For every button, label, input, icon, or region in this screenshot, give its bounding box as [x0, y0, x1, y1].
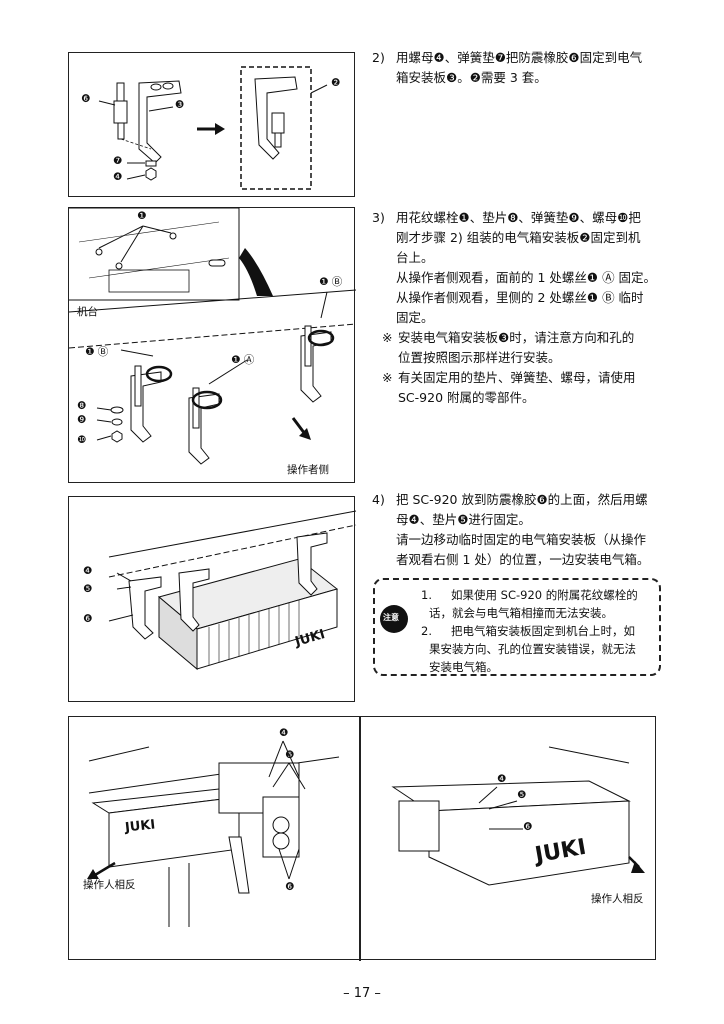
figure-2-drawing [68, 207, 357, 465]
caution-2-line-3: 安装电气箱。 [429, 660, 498, 674]
figure-4-frame: JUKI JUKI 操作人相反 操作人相反 ❹ ❺ ❻ ❹ ❺ ❻ [68, 716, 656, 961]
step-3-line-2: 刚才步骤 2) 组装的电气箱安装板❷固定到机 [396, 230, 641, 245]
caution-box: 注意 1. 如果使用 SC-920 的附属花纹螺栓的 话，就会与电气箱相撞而无法… [373, 578, 661, 676]
caution-2-number: 2. [421, 624, 432, 638]
operator-side-label: 操作者侧 [287, 464, 329, 476]
caution-icon [380, 605, 408, 633]
step-3-line-6: 固定。 [396, 310, 434, 325]
figure-3-drawing [108, 510, 357, 671]
bracket-left [130, 365, 173, 443]
note-1-line-2: 位置按照图示那样进行安装。 [398, 350, 561, 365]
juki-logo-left: JUKI [124, 817, 157, 836]
callout-6: ❻ [81, 93, 91, 105]
step-3-line-5: 从操作者侧观看，里侧的 2 处螺丝❶ Ⓑ 临时 [396, 290, 644, 305]
note-2-mark: ※ [382, 370, 393, 385]
callout-1b-left: ❶ Ⓑ [85, 346, 109, 358]
callout-7: ❼ [113, 155, 123, 167]
caution-1-line-1: 如果使用 SC-920 的附属花纹螺栓的 [451, 588, 638, 602]
figure-2-frame: 机台 操作者侧 ❶ ❶ Ⓑ ❶ Ⓑ ❶ Ⓐ ❽ ❾ ❿ [68, 207, 357, 483]
callout-4-fig3: ❹ [83, 565, 93, 577]
arrow-down-right-icon [299, 428, 311, 440]
step-2-number: 2) [372, 50, 385, 65]
arrow-right-down-icon [631, 861, 645, 873]
step-3-number: 3) [372, 210, 385, 225]
callout-1b-rear: ❶ Ⓑ [319, 276, 343, 288]
figure-4-drawing [87, 740, 645, 927]
caution-1: 如果使用 SC-920 的附属花纹螺栓的 话，就会与电气箱相撞而无法安装。 [429, 586, 659, 622]
page-number: – 17 – [343, 986, 381, 1001]
callout-4-fig4a: ❹ [279, 727, 289, 739]
arrow-left-icon [87, 869, 99, 879]
box-right [428, 800, 630, 886]
callout-4-fig4b: ❹ [497, 773, 507, 785]
table-label: 机台 [77, 306, 98, 318]
callout-8: ❽ [77, 400, 87, 412]
step-4-line-3: 请一边移动临时固定的电气箱安装板（从操作 [396, 532, 647, 547]
step-4-line-4: 者观看右侧 1 处）的位置，一边安装电气箱。 [396, 552, 650, 567]
caution-1-number: 1. [421, 588, 432, 602]
caution-2: 把电气箱安装板固定到机台上时，如 果安装方向、孔的位置安装错误，就无法 安装电气… [429, 622, 659, 676]
figure-3-frame: JUKI ❹ ❺ ❻ [68, 496, 357, 702]
note-2-line-1: 有关固定用的垫片、弹簧垫、螺母，请使用 [398, 370, 636, 385]
step-4-line-1: 把 SC-920 放到防震橡胶❻的上面，然后用螺 [396, 492, 648, 507]
callout-9: ❾ [77, 414, 87, 426]
note-1-line-1: 安装电气箱安装板❸时，请注意方向和孔的 [398, 330, 635, 345]
caution-2-line-1: 把电气箱安装板固定到机台上时，如 [451, 624, 635, 638]
callout-1: ❶ [137, 210, 147, 222]
operator-opposite-left: 操作人相反 [83, 879, 136, 891]
stud-bottom [117, 122, 125, 140]
callout-5-fig3: ❺ [83, 583, 93, 595]
caution-1-line-2: 话，就会与电气箱相撞而无法安装。 [429, 606, 613, 620]
callout-5-fig4a: ❺ [285, 749, 295, 761]
bracket-rear [300, 325, 335, 403]
callout-10: ❿ [77, 434, 87, 446]
callout-2: ❷ [331, 77, 341, 89]
arrow-right-icon [215, 123, 225, 135]
nut [145, 167, 157, 181]
figure-1-frame: ❻ ❸ ❼ ❹ ❷ [68, 52, 355, 197]
caution-icon-label: 注意 [383, 613, 399, 622]
figure-4-divider [359, 717, 361, 961]
step-2-line-2: 箱安装板❸。❷需要 3 套。 [396, 70, 547, 85]
spring-washer [145, 160, 157, 167]
step-2-line-1: 用螺母❹、弹簧垫❼把防震橡胶❻固定到电气 [396, 50, 643, 65]
step-4-line-2: 母❹、垫片❺进行固定。 [396, 512, 531, 527]
callout-6-fig4b: ❻ [523, 821, 533, 833]
callout-4: ❹ [113, 171, 123, 183]
callout-6-fig4a: ❻ [285, 881, 295, 893]
callout-6-fig3: ❻ [83, 613, 93, 625]
note-1-mark: ※ [382, 330, 393, 345]
figure-1-drawing [98, 66, 328, 190]
callout-5-fig4b: ❺ [517, 789, 527, 801]
stud-top [116, 82, 125, 104]
rubber-damper [113, 100, 128, 124]
step-3-line-3: 台上。 [396, 250, 434, 265]
mounting-plate [138, 80, 182, 164]
operator-opposite-right: 操作人相反 [591, 893, 644, 905]
bracket-front [188, 387, 223, 465]
callout-3: ❸ [175, 99, 185, 111]
assembled-box [240, 66, 312, 190]
step-4-number: 4) [372, 492, 385, 507]
note-2-line-2: SC-920 附属的零部件。 [398, 390, 535, 405]
caution-2-line-2: 果安装方向、孔的位置安装错误，就无法 [429, 642, 636, 656]
callout-1a: ❶ Ⓐ [231, 354, 255, 366]
step-3-line-1: 用花纹螺栓❶、垫片❽、弹簧垫❾、螺母❿把 [396, 210, 641, 225]
step-3-line-4: 从操作者侧观看，面前的 1 处螺丝❶ Ⓐ 固定。 [396, 270, 657, 285]
